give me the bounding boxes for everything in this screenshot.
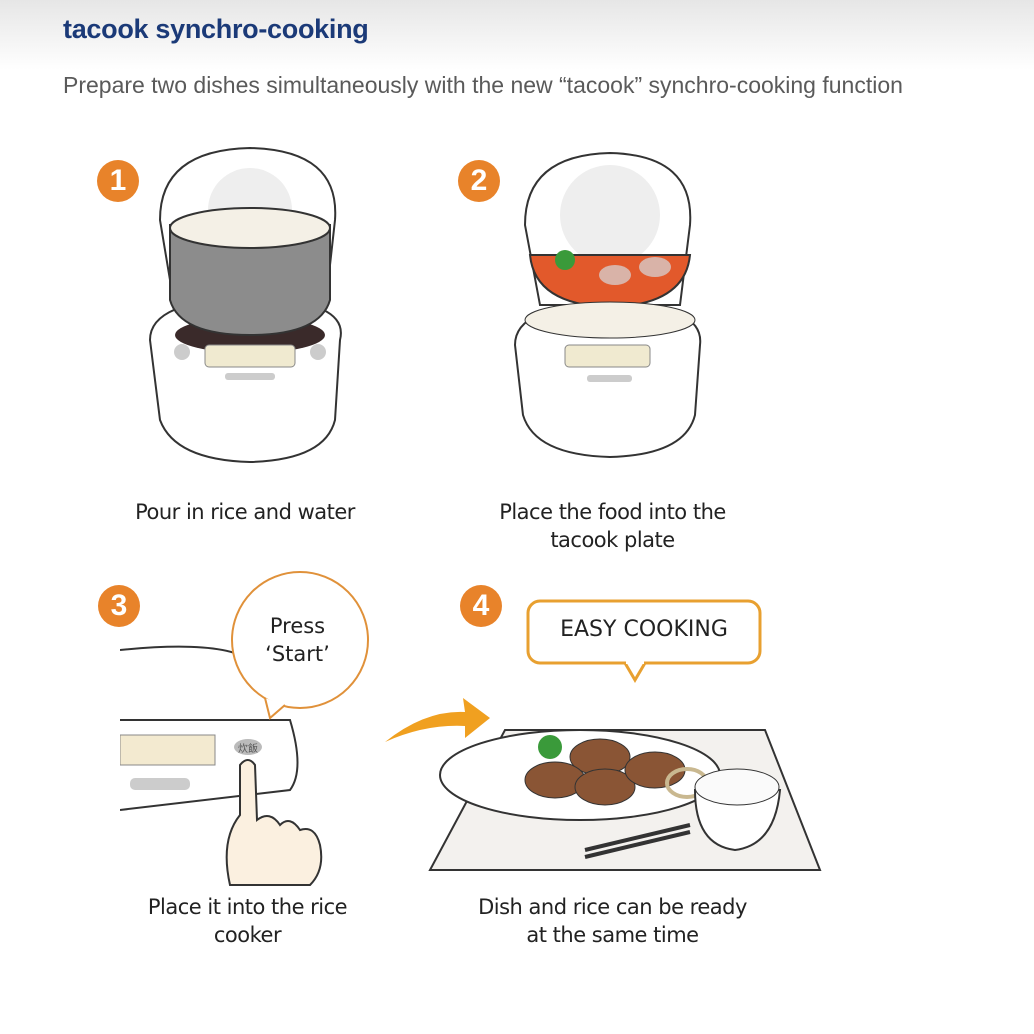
step-2-badge: 2 [458, 160, 500, 202]
step-3-caption: Place it into the rice cooker [120, 893, 375, 949]
rice-cooker-step2-illustration [513, 151, 702, 459]
step-3-badge: 3 [98, 585, 140, 627]
caption-line: at the same time [526, 923, 699, 947]
step-4-badge: 4 [460, 585, 502, 627]
press-start-bubble: Press ‘Start’ [240, 612, 355, 668]
start-button-label: 炊飯 [238, 744, 258, 755]
bubble-line: ‘Start’ [265, 642, 330, 666]
step-4-caption: Dish and rice can be ready at the same t… [455, 893, 770, 949]
easy-cooking-text: EASY COOKING [560, 617, 728, 642]
step-2-caption: Place the food into the tacook plate [470, 498, 755, 554]
caption-line: Pour in rice and water [135, 500, 355, 524]
caption-line: Place it into the rice [147, 895, 348, 919]
caption-line: Place the food into the [499, 500, 726, 524]
page-title: tacook synchro-cooking [63, 14, 369, 44]
page-subtitle: Prepare two dishes simultaneously with t… [63, 72, 903, 98]
caption-line: cooker [213, 923, 282, 947]
bubble-line: Press [269, 614, 326, 638]
dish-and-rice-illustration [428, 729, 822, 871]
rice-cooker-step1-illustration [148, 146, 342, 464]
step-1-caption: Pour in rice and water [110, 498, 380, 526]
step-1-badge: 1 [97, 160, 139, 202]
easy-cooking-bubble-shape [526, 599, 762, 683]
caption-line: Dish and rice can be ready [478, 895, 747, 919]
header-background [0, 0, 1034, 70]
start-button-illustration [120, 571, 369, 886]
arrow-icon [385, 698, 490, 742]
caption-line: tacook plate [550, 528, 675, 552]
